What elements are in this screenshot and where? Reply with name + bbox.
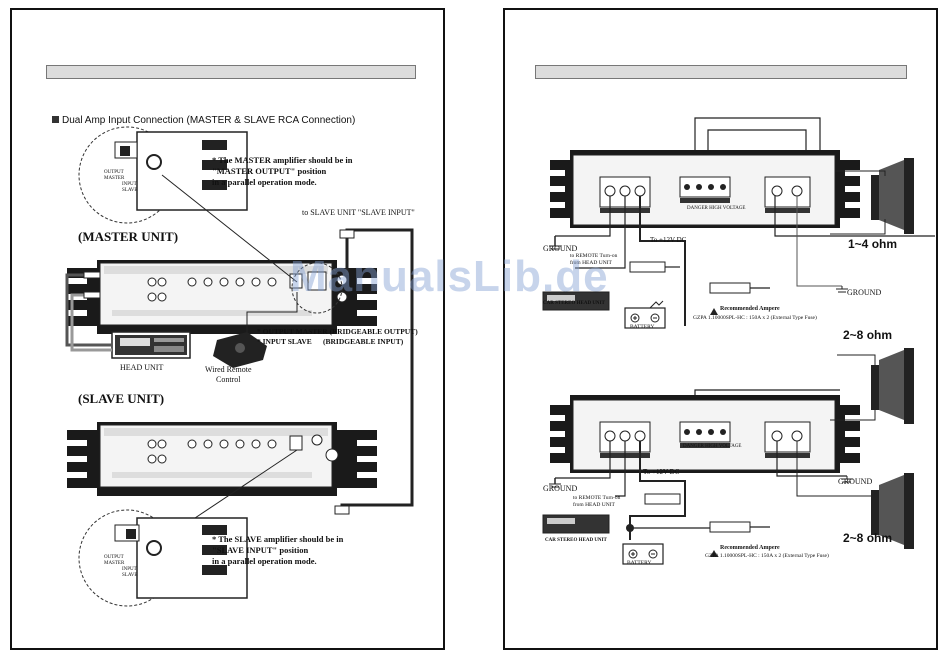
speaker-top (871, 158, 914, 234)
switch-label-input-slave: INPUT SLAVE (122, 182, 138, 193)
slave-amplifier (67, 422, 377, 496)
impedance-label-top: 1~4 ohm (848, 237, 898, 251)
top-amplifier (550, 150, 860, 228)
danger-label-2: DANGER HIGH VOLTAGE (683, 444, 742, 449)
battery-label-1: BATTERY (630, 324, 655, 330)
bullet-square-icon (52, 116, 59, 123)
ground-label-1: GROUND (543, 244, 578, 253)
battery-2 (622, 543, 664, 565)
switch-label-output-master-2: OUTPUT MASTER (104, 555, 125, 566)
impedance-label-mid: 2~8 ohm (843, 328, 893, 342)
ground-label-2: GROUND (847, 288, 882, 297)
switch-label-output-master: OUTPUT MASTER (104, 170, 125, 181)
to-slave-label: to SLAVE UNIT "SLAVE INPUT" (302, 208, 415, 217)
ground-label-3: GROUND (543, 484, 578, 493)
manual-page-left: Dual Amp Input Connection (MASTER & SLAV… (10, 8, 445, 650)
car-stereo-label-1: CAR STEREO HEAD UNIT (543, 301, 605, 306)
fuse-spec-label-1: GZPA 1.10000SPL-HC : 150A x 2 (External … (693, 315, 817, 321)
bottom-amplifier (550, 395, 860, 473)
switch-label-input-slave-2: INPUT SLAVE (122, 567, 138, 578)
head-unit-radio (111, 331, 191, 359)
plus-12v-label-2: To +12V DC (643, 468, 680, 476)
master-note: * The MASTER amplifier should be in "MAS… (212, 155, 353, 187)
remote-turn-on-label-2: to REMOTE Turn-on from HEAD UNIT (573, 495, 621, 508)
danger-label-1: DANGER HIGH VOLTAGE (687, 206, 746, 211)
wired-remote-control (213, 292, 298, 368)
master-amplifier (67, 260, 377, 334)
section-header-bar (46, 65, 416, 79)
ground-label-4: GROUND (838, 477, 873, 486)
master-unit-heading: (MASTER UNIT) (78, 229, 179, 244)
slave-note: * The SLAVE amplifier should be in "SLAV… (212, 534, 344, 566)
wiring-diagram-speakers (542, 117, 935, 565)
watermark: ManualsLib.de (290, 252, 609, 301)
recommended-ampere-label-2: Recommended Ampere (720, 545, 780, 551)
wiring-diagram-master-slave (65, 126, 414, 607)
section-title: Dual Amp Input Connection (MASTER & SLAV… (52, 115, 355, 126)
battery-label-2: BATTERY (627, 560, 652, 566)
output-master-note: * OUTPUT MASTER (BRIDGEABLE OUTPUT) * IN… (257, 327, 418, 346)
speaker-bottom (871, 473, 914, 549)
speaker-mid (871, 348, 914, 424)
car-stereo-label-2: CAR STEREO HEAD UNIT (545, 538, 607, 543)
remote-turn-on-label-1: to REMOTE Turn-on from HEAD UNIT (570, 253, 618, 266)
fuse-spec-label-2: GZPA 1.10000SPL-HC : 150A x 2 (External … (705, 553, 829, 559)
manual-page-right: 1~4 ohm 2~8 ohm 2~8 ohm GROUND GROUND GR… (503, 8, 938, 650)
plus-12v-label-1: To +12V DC (650, 236, 687, 244)
wired-remote-label: Wired Remote Control (205, 365, 252, 384)
section-title-text: Dual Amp Input Connection (MASTER & SLAV… (62, 115, 356, 126)
section-header-bar-right (535, 65, 907, 79)
impedance-label-bottom: 2~8 ohm (843, 531, 893, 545)
slave-unit-heading: (SLAVE UNIT) (78, 391, 165, 406)
recommended-ampere-label-1: Recommended Ampere (720, 306, 780, 312)
head-unit-label: HEAD UNIT (120, 363, 164, 372)
battery-1 (624, 307, 666, 329)
